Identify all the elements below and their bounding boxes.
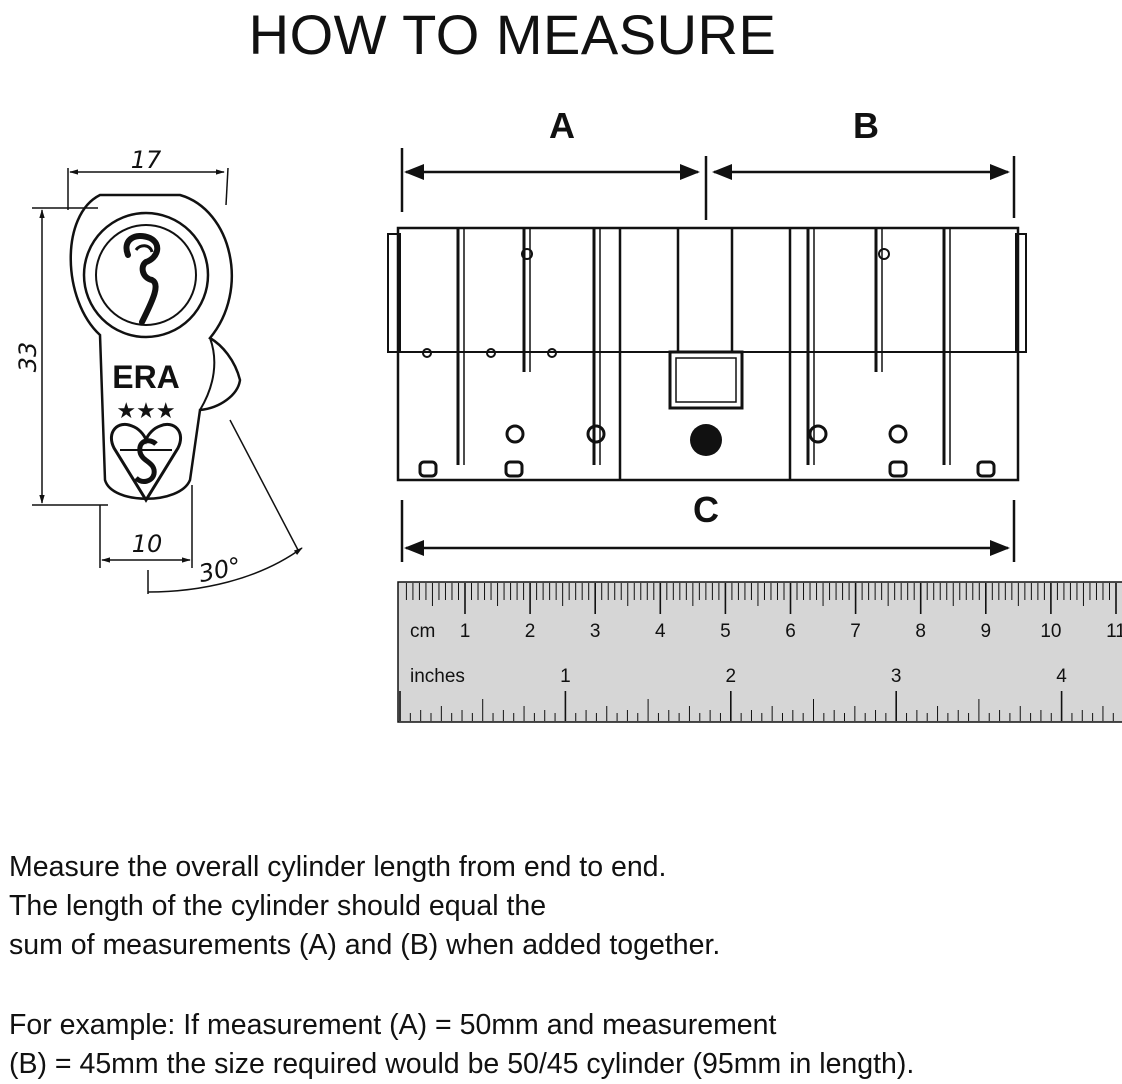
example-paragraph: For example: If measurement (A) = 50mm a… [9,1006,914,1084]
dimension-arrows [400,148,1016,562]
inch-number: 4 [1056,666,1067,687]
inch-number: 2 [726,666,737,687]
dimension-a-label: A [549,105,575,146]
dimension-b-label: B [853,105,879,146]
page-title: HOW TO MEASURE [248,3,777,66]
cm-number: 4 [655,621,666,642]
euro-cylinder-drawing [387,226,1027,482]
dimension-10-label: 10 [132,530,163,558]
cm-number: 3 [590,621,601,642]
cylinder-profile [69,193,242,500]
cm-number: 8 [915,621,926,642]
example-line: (B) = 45mm the size required would be 50… [9,1048,915,1080]
cm-number: 6 [785,621,796,642]
dimension-c-label: C [693,489,719,530]
instructions-paragraph: Measure the overall cylinder length from… [9,848,720,965]
cm-number: 9 [981,621,992,642]
dimension-17-label: 17 [131,146,162,174]
inch-unit-label: inches [410,666,465,687]
instruction-line: Measure the overall cylinder length from… [9,851,667,883]
instruction-line: sum of measurements (A) and (B) when add… [9,929,721,961]
cm-number: 1 [460,621,471,642]
fixing-hole-icon [690,424,722,456]
cm-number: 11 [1106,621,1122,642]
cm-number: 5 [720,621,731,642]
ruler-body [397,581,1122,723]
star-rating-icon: ★★★ [116,399,175,424]
instruction-line: The length of the cylinder should equal … [9,890,547,922]
cm-unit-label: cm [410,621,435,642]
example-line: For example: If measurement (A) = 50mm a… [9,1009,777,1041]
era-logo: ERA [112,359,180,395]
profile-dimensions [32,167,303,594]
cm-number: 2 [525,621,536,642]
inch-number: 1 [560,666,571,687]
kitemark-icon [109,423,183,503]
inch-number: 3 [891,666,902,687]
dimension-33-label: 33 [14,342,42,373]
cm-tick-marks [405,583,1117,614]
cm-number: 7 [850,621,861,642]
inch-tick-marks [399,691,1114,721]
dimension-angle-label: 30° [196,552,243,588]
cm-number: 10 [1040,621,1061,642]
